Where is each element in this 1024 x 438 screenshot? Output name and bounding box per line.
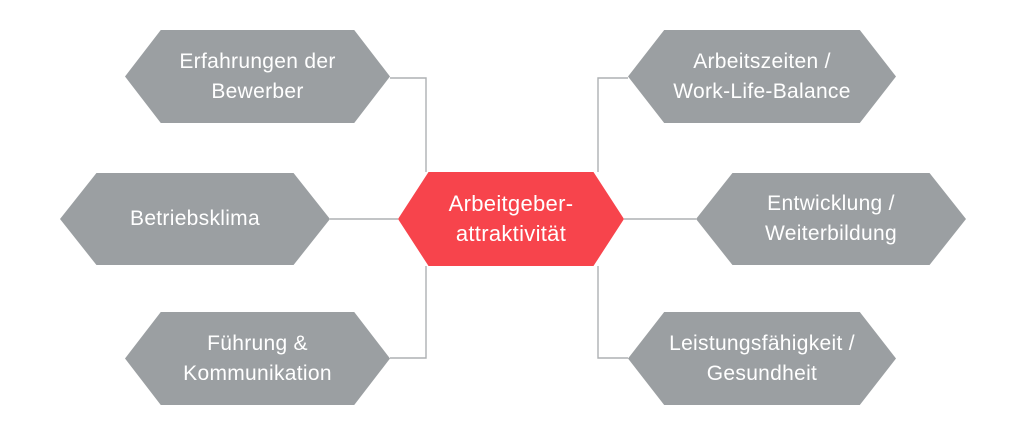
node-label-line: Entwicklung / xyxy=(767,192,895,215)
node-betriebsklima: Betriebsklima xyxy=(60,173,330,265)
node-label-line: Erfahrungen der xyxy=(179,49,336,73)
connector-erfahrungen-der-bewerber xyxy=(390,77,427,172)
node-label-line: Work-Life-Balance xyxy=(673,79,851,103)
center-label-line: Arbeitgeber- xyxy=(448,191,574,216)
node-label-line: Leistungsfähigkeit / xyxy=(669,331,855,355)
node-label-line: Betriebsklima xyxy=(130,207,260,230)
node-label-line: Gesundheit xyxy=(706,361,818,385)
node-arbeitszeiten-work-life-balance: Arbeitszeiten / Work-Life-Balance xyxy=(628,30,896,123)
node-label: Erfahrungen der Bewerber xyxy=(179,47,335,107)
node-label-line: Führung & xyxy=(207,331,308,355)
node-label: Arbeitszeiten / Work-Life-Balance xyxy=(673,47,850,107)
node-label-line: Bewerber xyxy=(211,79,304,103)
node-label-line: Weiterbildung xyxy=(765,222,897,245)
center-node-arbeitgeberattraktivitaet: Arbeitgeber- attraktivität xyxy=(398,172,624,266)
connector-arbeitszeiten-work-life-balance xyxy=(597,77,628,172)
node-label-line: Arbeitszeiten / xyxy=(693,49,831,73)
node-label: Führung & Kommunikation xyxy=(183,329,332,389)
node-erfahrungen-der-bewerber: Erfahrungen der Bewerber xyxy=(125,30,390,123)
node-label-line: Kommunikation xyxy=(183,361,332,385)
center-node-label: Arbeitgeber- attraktivität xyxy=(449,189,574,249)
node-leistungsfaehigkeit-gesundheit: Leistungsfähigkeit / Gesundheit xyxy=(628,312,896,405)
center-label-line: attraktivität xyxy=(455,221,567,246)
node-label: Entwicklung / Weiterbildung xyxy=(765,189,897,249)
connector-fuehrung-kommunikation xyxy=(390,266,427,359)
node-entwicklung-weiterbildung: Entwicklung / Weiterbildung xyxy=(696,173,966,265)
node-label: Betriebsklima xyxy=(130,204,260,234)
node-fuehrung-kommunikation: Führung & Kommunikation xyxy=(125,312,390,405)
connector-leistungsfaehigkeit-gesundheit xyxy=(597,266,628,359)
node-label: Leistungsfähigkeit / Gesundheit xyxy=(669,329,855,389)
